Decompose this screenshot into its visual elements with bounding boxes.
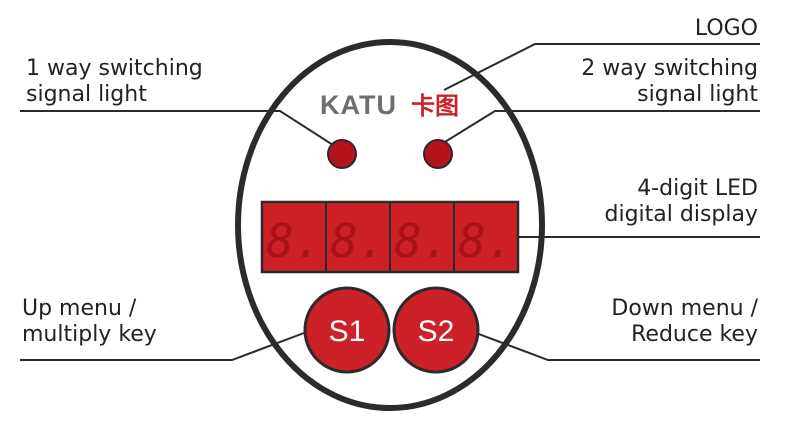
logo-text: KATU (320, 90, 397, 120)
leader-lines (20, 43, 760, 361)
signal-light-2 (423, 139, 453, 169)
label-led-display: 4-digit LED digital display (604, 176, 758, 227)
led-digit: 8. (394, 214, 449, 268)
leader-signal-light-2 (439, 110, 760, 146)
label-signal-light-1: 1 way switching signal light (26, 56, 203, 107)
label-down-menu: Down menu / Reduce key (611, 296, 758, 347)
key-s2-label: S2 (418, 315, 455, 348)
led-digit: 8. (266, 214, 321, 268)
led-display: 8. 8. 8. 8. (260, 200, 520, 274)
leader-signal-light-1 (20, 110, 334, 146)
led-digit: 8. (330, 214, 385, 268)
label-signal-light-2: 2 way switching signal light (581, 56, 758, 107)
leader-up-menu (20, 329, 313, 361)
key-s1-button[interactable]: S1 (303, 286, 391, 374)
leader-logo (443, 43, 760, 91)
led-digit: 8. (458, 214, 513, 268)
label-up-menu: Up menu / multiply key (22, 296, 157, 347)
leader-down-menu (467, 329, 760, 361)
signal-light-1 (327, 139, 357, 169)
key-s2-button[interactable]: S2 (392, 286, 480, 374)
key-s1-label: S1 (329, 315, 366, 348)
label-logo: LOGO (694, 16, 758, 41)
logo-cjk: 卡图 (411, 92, 459, 120)
